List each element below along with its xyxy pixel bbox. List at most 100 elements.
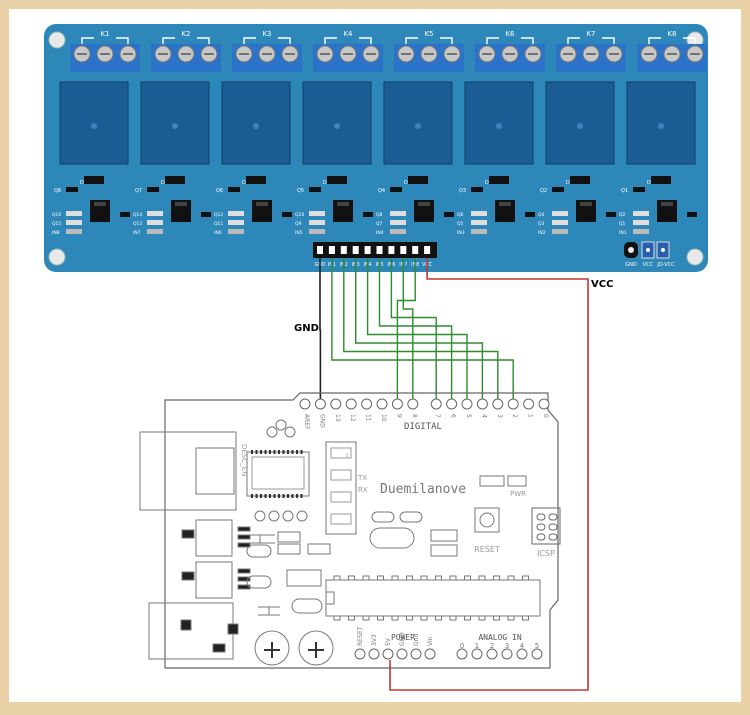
relay-mark bbox=[658, 123, 664, 129]
analog-pin[interactable] bbox=[487, 649, 497, 659]
icsp-pin[interactable] bbox=[549, 534, 557, 540]
digital-pin[interactable] bbox=[346, 399, 356, 409]
power-pin[interactable] bbox=[355, 649, 365, 659]
diode bbox=[84, 176, 104, 184]
analog-pin[interactable] bbox=[532, 649, 542, 659]
digital-pin[interactable] bbox=[477, 399, 487, 409]
resistor bbox=[66, 211, 82, 216]
resistor bbox=[390, 220, 406, 225]
chip-pin bbox=[508, 616, 514, 620]
digital-pin[interactable] bbox=[508, 399, 518, 409]
icsp-pin[interactable] bbox=[549, 524, 557, 530]
chip-pin bbox=[392, 616, 398, 620]
header-pin bbox=[365, 246, 371, 254]
resistor bbox=[471, 211, 487, 216]
resistor-label: IN4 bbox=[376, 230, 384, 236]
digital-pin-label: 3 bbox=[496, 414, 503, 418]
chip-pin bbox=[274, 494, 276, 498]
digital-pin[interactable] bbox=[300, 399, 310, 409]
power-pin[interactable] bbox=[425, 649, 435, 659]
digital-pin-label: 5 bbox=[465, 414, 472, 418]
digital-pin-label: 4 bbox=[480, 414, 487, 418]
resistor-label: IN3 bbox=[457, 230, 465, 236]
icsp-pin[interactable] bbox=[537, 524, 545, 530]
chip-pin bbox=[465, 616, 471, 620]
smd-led bbox=[687, 212, 697, 217]
chip-pin bbox=[334, 576, 340, 580]
transistor-label: Q3 bbox=[459, 188, 466, 194]
optocoupler-mark bbox=[499, 202, 511, 206]
transistor-label: Q6 bbox=[216, 188, 223, 194]
digital-pin-label: 12 bbox=[349, 414, 356, 422]
power-pin[interactable] bbox=[369, 649, 379, 659]
power-pin[interactable] bbox=[397, 649, 407, 659]
resistor bbox=[147, 211, 163, 216]
resistor-label: IN5 bbox=[295, 230, 303, 236]
digital-pin[interactable] bbox=[539, 399, 549, 409]
resistor-label: IN8 bbox=[52, 230, 60, 236]
digital-pin[interactable] bbox=[362, 399, 372, 409]
resistor bbox=[471, 220, 487, 225]
analog-in-label: ANALOG IN bbox=[478, 633, 522, 642]
diode bbox=[165, 176, 185, 184]
header-pin bbox=[341, 246, 347, 254]
header-pin bbox=[388, 246, 394, 254]
digital-pin[interactable] bbox=[493, 399, 503, 409]
header-pin bbox=[377, 246, 383, 254]
chip-pin bbox=[256, 494, 258, 498]
resistor-label: Q11 bbox=[214, 221, 223, 227]
resistor-label: Q13 bbox=[133, 221, 142, 227]
digital-pin[interactable] bbox=[331, 399, 341, 409]
jumper-label-vcc: VCC bbox=[643, 262, 654, 268]
mounting-hole bbox=[687, 249, 703, 265]
reset-button-label: RESET bbox=[474, 545, 500, 554]
power-pin[interactable] bbox=[411, 649, 421, 659]
transistor-label: Q4 bbox=[378, 188, 385, 194]
chip-pin bbox=[251, 450, 253, 454]
jumper-label-jd-vcc: JD-VCC bbox=[656, 262, 675, 268]
optocoupler-mark bbox=[337, 202, 349, 206]
icsp-pin[interactable] bbox=[549, 514, 557, 520]
digital-pin[interactable] bbox=[431, 399, 441, 409]
chip-pin bbox=[479, 576, 485, 580]
icsp-pin[interactable] bbox=[537, 514, 545, 520]
resistor-label: Q1 bbox=[619, 221, 626, 227]
digital-pin[interactable] bbox=[447, 399, 457, 409]
power-jack-pin bbox=[228, 624, 238, 634]
optocoupler-mark bbox=[94, 202, 106, 206]
relay-mark bbox=[253, 123, 259, 129]
resistor bbox=[633, 211, 649, 216]
analog-pin[interactable] bbox=[457, 649, 467, 659]
analog-pin-label: 2 bbox=[490, 642, 494, 650]
regulator-tab bbox=[182, 572, 194, 580]
digital-pin[interactable] bbox=[524, 399, 534, 409]
icsp-pin[interactable] bbox=[537, 534, 545, 540]
smd-led bbox=[120, 212, 130, 217]
digital-pin[interactable] bbox=[408, 399, 418, 409]
smd-led bbox=[201, 212, 211, 217]
resistor bbox=[147, 229, 163, 234]
digital-pin[interactable] bbox=[377, 399, 387, 409]
relay-label: K7 bbox=[586, 30, 595, 38]
header-pin bbox=[412, 246, 418, 254]
tx-led-label: TX bbox=[357, 474, 367, 482]
analog-pin[interactable] bbox=[472, 649, 482, 659]
digital-pin-label: 10 bbox=[380, 414, 387, 422]
digital-pin[interactable] bbox=[462, 399, 472, 409]
relay-label: K3 bbox=[262, 30, 271, 38]
transistor-label: Q5 bbox=[297, 188, 304, 194]
chip-pin bbox=[278, 494, 280, 498]
icsp-label: ICSP bbox=[537, 549, 555, 558]
digital-pin-label: GND bbox=[318, 414, 325, 428]
header-pin bbox=[329, 246, 335, 254]
power-pin[interactable] bbox=[383, 649, 393, 659]
jumper-pin-dot bbox=[646, 248, 650, 252]
chip-pin bbox=[265, 450, 267, 454]
analog-pin[interactable] bbox=[502, 649, 512, 659]
digital-pin[interactable] bbox=[315, 399, 325, 409]
power-pin-label: Vin bbox=[427, 636, 434, 646]
chip-pin bbox=[283, 450, 285, 454]
digital-pin[interactable] bbox=[392, 399, 402, 409]
analog-pin[interactable] bbox=[517, 649, 527, 659]
